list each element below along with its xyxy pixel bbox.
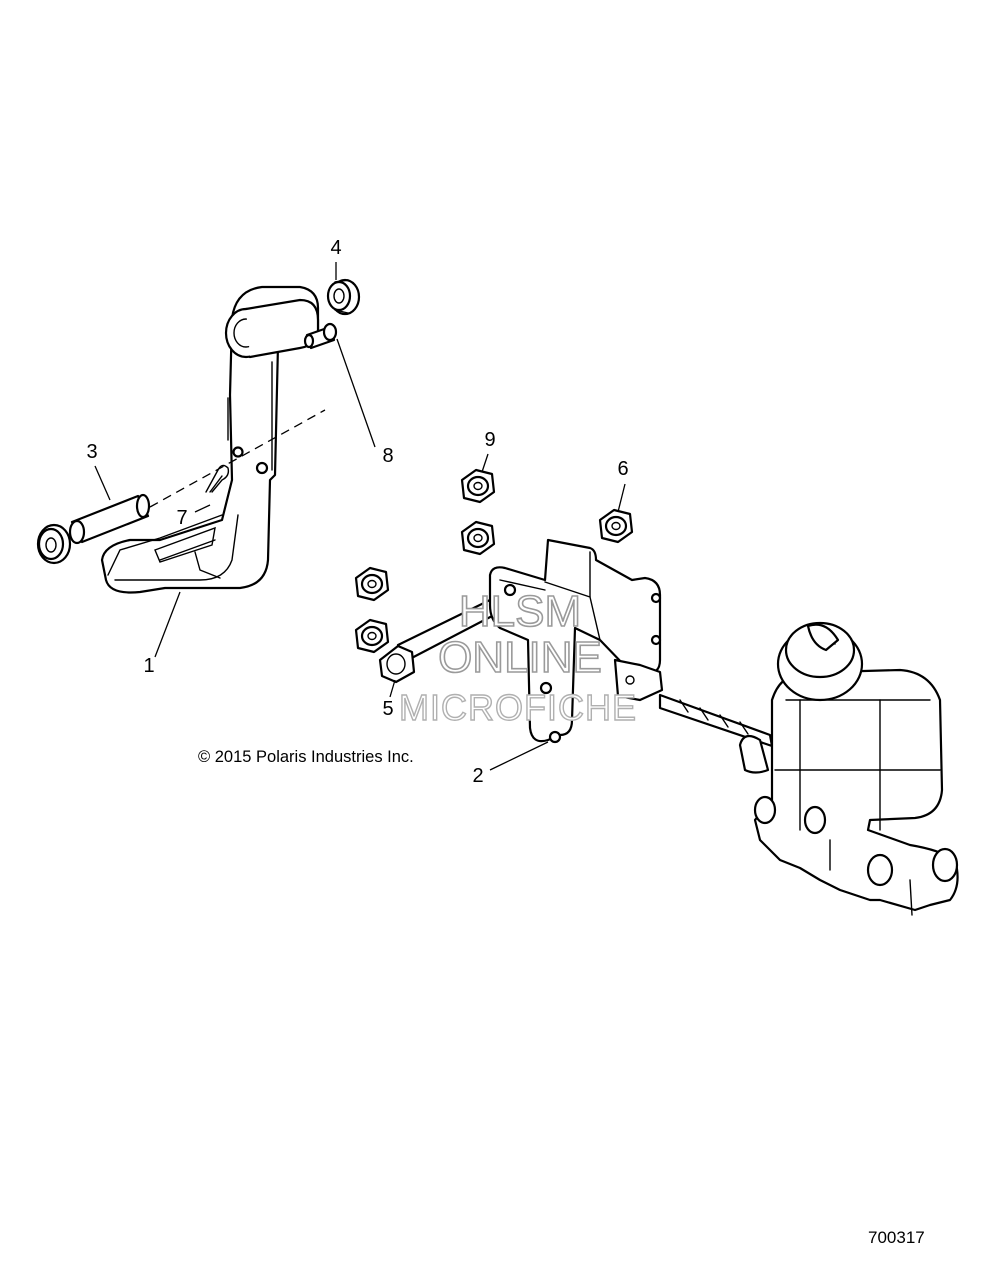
callout-9: 9 — [484, 429, 495, 451]
figure-number: 700317 — [868, 1228, 925, 1247]
leader-lines — [94, 262, 626, 771]
bushing-4 — [326, 278, 361, 316]
sleeve-3 — [68, 493, 151, 545]
watermark: HLSM ONLINE MICROFICHE — [398, 586, 637, 729]
washer-left — [36, 523, 72, 565]
pin-8 — [303, 322, 338, 350]
nut-6 — [598, 508, 634, 544]
master-cylinder — [738, 621, 959, 916]
watermark-line-1: HLSM — [459, 587, 581, 636]
callout-4: 4 — [330, 237, 341, 259]
callout-8: 8 — [382, 445, 393, 467]
bolt-5 — [378, 598, 498, 684]
clevis-pushrod — [613, 658, 774, 748]
copyright-notice: © 2015 Polaris Industries Inc. — [198, 748, 414, 766]
nut-upper-left — [354, 566, 390, 602]
callout-3: 3 — [86, 441, 97, 463]
callout-1: 1 — [143, 655, 154, 677]
watermark-line-2: ONLINE — [438, 633, 602, 682]
callout-2: 2 — [472, 765, 483, 787]
brake-pedal — [100, 285, 320, 594]
callout-5: 5 — [382, 698, 393, 720]
nut-lower-left — [354, 618, 390, 654]
nut-9 — [460, 468, 496, 504]
callout-7: 7 — [176, 507, 187, 529]
cotter-pin-7 — [205, 464, 230, 493]
callouts: 1 2 3 4 5 6 7 8 9 — [86, 237, 628, 787]
nut-middle — [460, 520, 496, 556]
watermark-line-3: MICROFICHE — [399, 687, 637, 728]
callout-6: 6 — [617, 458, 628, 480]
alignment-line — [149, 409, 326, 508]
